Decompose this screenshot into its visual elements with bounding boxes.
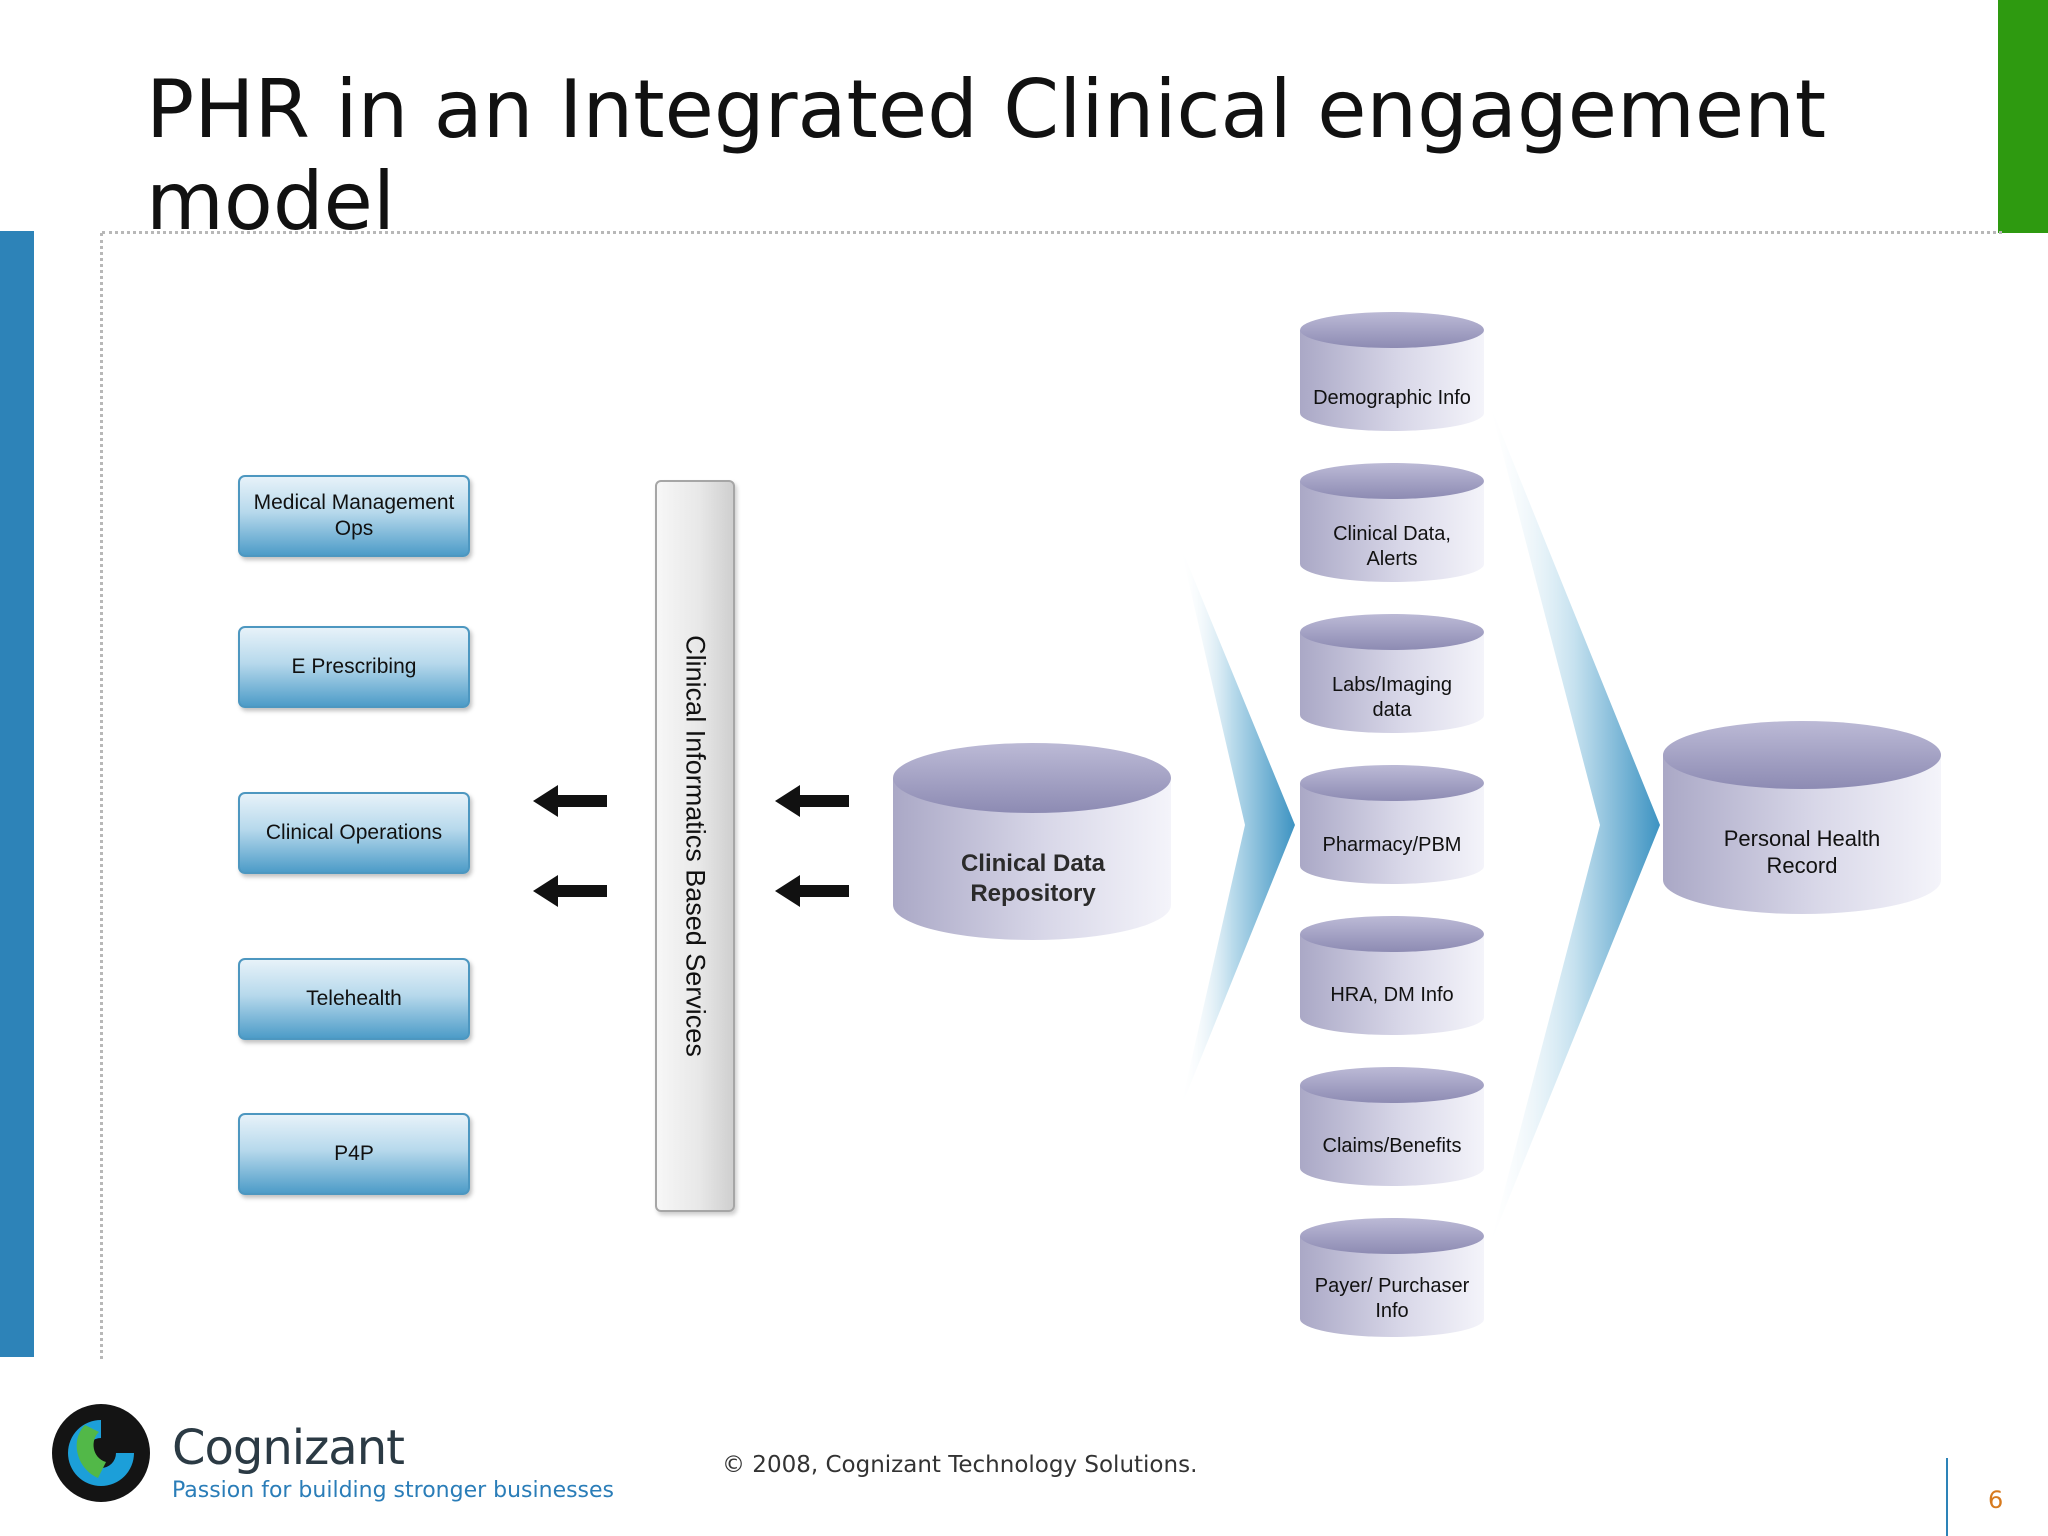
data-source-cylinders <box>1300 312 1484 1337</box>
left-arrow-icon <box>775 875 849 907</box>
service-p4p: P4P <box>238 1113 470 1195</box>
data-source-pharmacy: Pharmacy/PBM <box>1322 833 1462 856</box>
repository-label: Clinical Data Repository <box>960 850 1106 907</box>
service-telehealth: Telehealth <box>238 958 470 1040</box>
slide-title: PHR in an Integrated Clinical engagement… <box>146 63 1827 248</box>
page-number-divider <box>1946 1458 1948 1536</box>
cylinder-clinical-data <box>1300 463 1484 582</box>
logo-wordmark: Cognizant <box>172 1420 405 1476</box>
logo-tagline: Passion for building stronger businesses <box>172 1478 615 1503</box>
service-clinical-operations: Clinical Operations <box>238 792 470 874</box>
data-source-clinical-data: Clinical Data, Alerts <box>1333 523 1451 570</box>
data-source-payer: Payer/ Purchaser Info <box>1314 1275 1470 1322</box>
cylinder-labs <box>1300 614 1484 733</box>
content-border-top <box>102 231 2002 234</box>
cylinder-hra <box>1300 916 1484 1035</box>
cylinder-pharmacy <box>1300 765 1484 884</box>
left-arrow-icon <box>775 785 849 817</box>
service-medical-management: Medical Management Ops <box>238 475 470 557</box>
left-arrow-icon <box>533 785 607 817</box>
cylinder-claims <box>1300 1067 1484 1186</box>
informatics-services-label: Clinical Informatics Based Services <box>680 635 711 1057</box>
informatics-services-bar <box>655 480 735 1212</box>
flow-chevron-small <box>1180 545 1295 1110</box>
flow-chevron-large <box>1490 405 1660 1245</box>
data-source-claims: Claims/Benefits <box>1322 1134 1462 1157</box>
content-border-left <box>100 233 103 1359</box>
blue-accent-bar <box>0 231 34 1357</box>
cylinder-demographic <box>1300 312 1484 431</box>
copyright-text: © 2008, Cognizant Technology Solutions. <box>722 1452 1198 1478</box>
page-number: 6 <box>1988 1486 2004 1514</box>
data-source-labs: Labs/Imaging data <box>1331 674 1453 721</box>
phr-label: Personal Health Record <box>1723 826 1881 878</box>
cylinder-payer <box>1300 1218 1484 1337</box>
service-e-prescribing: E Prescribing <box>238 626 470 708</box>
repository-cylinder <box>893 743 1171 940</box>
phr-cylinder <box>1663 721 1941 914</box>
green-accent-bar <box>1998 0 2048 233</box>
data-source-demographic: Demographic Info <box>1313 386 1471 409</box>
cognizant-logo-icon <box>52 1404 150 1502</box>
left-arrow-icon <box>533 875 607 907</box>
data-source-hra: HRA, DM Info <box>1330 983 1454 1006</box>
